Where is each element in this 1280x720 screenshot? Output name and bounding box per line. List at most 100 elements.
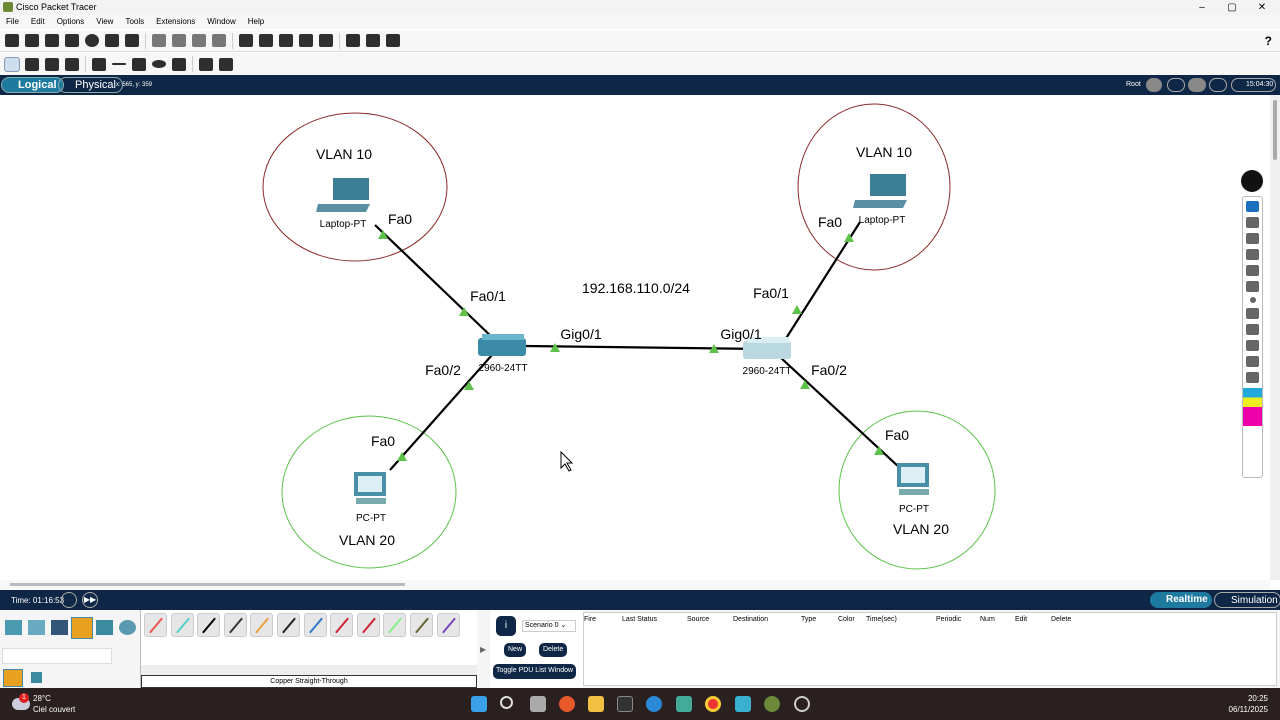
tag-icon[interactable] — [1246, 249, 1259, 260]
app-icon[interactable] — [559, 696, 575, 712]
layer-icon[interactable] — [1246, 340, 1259, 351]
cable-scrollbar[interactable] — [141, 665, 477, 675]
new-scenario-button[interactable]: New — [504, 643, 527, 657]
menu-extensions[interactable]: Extensions — [156, 17, 196, 26]
misc-icon[interactable] — [96, 620, 113, 635]
connections-icon[interactable] — [71, 617, 93, 639]
logical-tab[interactable]: Logical — [1, 77, 64, 93]
laptop-right-icon[interactable] — [853, 174, 907, 208]
start-icon[interactable] — [471, 696, 487, 712]
simulation-tab[interactable]: Simulation — [1214, 592, 1280, 608]
logical-workspace[interactable]: VLAN 10 VLAN 10 VLAN 20 VLAN 20 192.168.… — [0, 95, 1270, 580]
camera-icon[interactable] — [1246, 356, 1259, 367]
print-icon[interactable] — [65, 34, 79, 47]
close-button[interactable]: ✕ — [1257, 2, 1267, 13]
end-devices-icon[interactable] — [28, 620, 45, 635]
paste-icon[interactable] — [172, 34, 186, 47]
clipboard-icon[interactable] — [1246, 372, 1259, 383]
multiuser-icon[interactable] — [119, 620, 136, 635]
maximize-button[interactable]: ▢ — [1227, 2, 1237, 13]
app-icon[interactable] — [676, 696, 692, 712]
new-file-icon[interactable] — [5, 34, 19, 47]
menu-tools[interactable]: Tools — [125, 17, 145, 26]
background-image-icon[interactable] — [1209, 78, 1227, 92]
copper-cross-over-icon[interactable] — [224, 613, 247, 637]
edge-icon[interactable] — [646, 696, 662, 712]
zoom-reset-icon[interactable] — [259, 34, 273, 47]
pc-right-icon[interactable] — [897, 463, 929, 495]
power-cycle-icon[interactable] — [61, 592, 77, 608]
layers-icon[interactable] — [366, 34, 380, 47]
open-icon[interactable] — [25, 34, 39, 47]
usb-cable-icon[interactable] — [437, 613, 460, 637]
select-icon[interactable] — [1246, 217, 1259, 228]
dot-icon[interactable] — [1249, 297, 1256, 303]
realtime-tab[interactable]: Realtime — [1150, 592, 1212, 608]
menu-help[interactable]: Help — [247, 17, 265, 26]
activity-icon[interactable] — [125, 34, 139, 47]
line-icon[interactable] — [112, 63, 126, 65]
link-sw1-sw2[interactable] — [524, 344, 766, 351]
copper-straight-through-icon[interactable] — [197, 613, 220, 637]
select-icon[interactable] — [4, 56, 20, 72]
color-palette[interactable] — [1243, 388, 1262, 426]
phone-cable-icon[interactable] — [277, 613, 300, 637]
menu-options[interactable]: Options — [56, 17, 85, 26]
menu-edit[interactable]: Edit — [30, 17, 45, 26]
components-icon[interactable] — [51, 620, 68, 635]
freeform-icon[interactable] — [172, 57, 186, 71]
custom-devices-icon[interactable] — [319, 34, 333, 47]
auto-cable-icon[interactable] — [144, 613, 167, 637]
back-icon[interactable] — [1146, 78, 1162, 92]
move-icon[interactable] — [1188, 78, 1206, 92]
link-laptop-left-sw1[interactable] — [374, 224, 496, 341]
image-icon[interactable] — [386, 34, 400, 47]
cluster-icon[interactable] — [1167, 78, 1185, 92]
fast-forward-icon[interactable]: ▶▶ — [82, 592, 98, 608]
vertical-scrollbar[interactable] — [1270, 95, 1280, 580]
ellipse-icon[interactable] — [152, 60, 166, 68]
menu-view[interactable]: View — [96, 17, 114, 26]
switch-right-icon[interactable] — [743, 337, 791, 359]
undo-icon[interactable] — [1246, 308, 1259, 319]
complex-pdu-icon[interactable] — [219, 57, 233, 71]
notepad-icon[interactable] — [735, 696, 751, 712]
terminal-icon[interactable] — [617, 696, 633, 712]
serial-dce-icon[interactable] — [330, 613, 353, 637]
eraser-icon[interactable] — [1246, 281, 1259, 292]
laptop-left-icon[interactable] — [316, 178, 370, 212]
serial-dte-icon[interactable] — [357, 613, 380, 637]
info-icon[interactable] — [85, 34, 99, 47]
console-cable-icon[interactable] — [171, 613, 194, 637]
drawing-palette-icon[interactable] — [299, 34, 313, 47]
rectangle-icon[interactable] — [132, 57, 146, 71]
octal-cable-icon[interactable] — [383, 613, 406, 637]
obs-icon[interactable] — [794, 696, 810, 712]
view-icon[interactable] — [1246, 201, 1259, 212]
menu-window[interactable]: Window — [207, 17, 236, 26]
iot-cable-icon[interactable] — [410, 613, 433, 637]
grid-icon[interactable] — [31, 672, 42, 683]
redo-icon[interactable] — [212, 34, 226, 47]
task-view-icon[interactable] — [530, 696, 546, 712]
delete-icon[interactable] — [45, 57, 59, 71]
physical-tab[interactable]: Physical — [58, 77, 123, 93]
scenario-select[interactable]: Scenario 0 ⌄ — [522, 620, 576, 632]
line-icon[interactable] — [1246, 265, 1259, 276]
toggle-pdu-list-button[interactable]: Toggle PDU List Window — [493, 664, 577, 679]
connections-subtype-icon[interactable] — [3, 669, 23, 687]
simple-pdu-icon[interactable] — [199, 57, 213, 71]
save-icon[interactable] — [45, 34, 59, 47]
zoom-in-icon[interactable] — [239, 34, 253, 47]
coaxial-cable-icon[interactable] — [304, 613, 327, 637]
location-pin-icon[interactable] — [1241, 170, 1263, 192]
trash-icon[interactable] — [1246, 324, 1259, 335]
file-explorer-icon[interactable] — [588, 696, 604, 712]
chrome-icon[interactable] — [705, 696, 721, 712]
network-devices-icon[interactable] — [5, 620, 22, 635]
undo-icon[interactable] — [192, 34, 206, 47]
help-icon[interactable]: ? — [1264, 33, 1272, 48]
info-icon[interactable]: i — [496, 616, 516, 636]
copy-icon[interactable] — [152, 34, 166, 47]
switch-left-icon[interactable] — [478, 334, 526, 356]
